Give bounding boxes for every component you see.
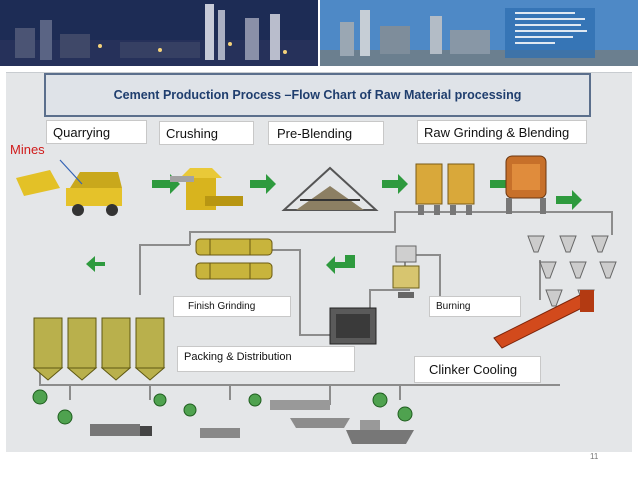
conveyor-lines xyxy=(39,211,613,405)
packing-machines xyxy=(32,389,413,425)
label-clinker-cooling-text: Clinker Cooling xyxy=(429,362,518,377)
cyclone-preheaters xyxy=(527,235,617,307)
label-raw-grinding-text: Raw Grinding & Blending xyxy=(424,124,570,140)
label-finish-grinding: Finish Grinding xyxy=(173,296,291,317)
crusher-equipment xyxy=(170,168,243,210)
label-pre-blending-text: Pre-Blending xyxy=(277,125,353,141)
banner-photos xyxy=(0,0,638,66)
label-crushing: Crushing xyxy=(159,121,254,145)
page-number: 11 xyxy=(590,452,599,461)
label-quarrying-text: Quarrying xyxy=(53,124,111,140)
label-clinker-cooling: Clinker Cooling xyxy=(414,356,541,383)
arrow-down-right-icon xyxy=(556,190,582,210)
arrow-left-icon xyxy=(326,255,355,274)
header-banner xyxy=(0,0,638,66)
label-packing-distribution: Packing & Distribution xyxy=(177,346,355,372)
title-box: Cement Production Process –Flow Chart of… xyxy=(44,73,591,117)
raw-mill-equipment xyxy=(415,155,547,215)
diagram-title: Cement Production Process –Flow Chart of… xyxy=(113,88,522,102)
mines-label: Mines xyxy=(10,142,45,157)
pre-blending-shed xyxy=(281,166,379,211)
label-pre-blending: Pre-Blending xyxy=(268,121,384,145)
arrow-left-icon xyxy=(86,256,105,272)
label-quarrying: Quarrying xyxy=(46,120,147,144)
label-crushing-text: Crushing xyxy=(166,125,219,141)
distribution-vehicles xyxy=(90,400,414,444)
label-burning: Burning xyxy=(429,296,521,317)
arrow-right-icon xyxy=(382,174,408,194)
label-packing-distribution-text: Packing & Distribution xyxy=(184,351,292,363)
cement-silos xyxy=(32,317,166,381)
arrow-right-icon xyxy=(250,174,276,194)
quarry-equipment xyxy=(16,159,122,216)
preheater-tower xyxy=(392,245,420,298)
label-burning-text: Burning xyxy=(436,301,471,312)
label-finish-grinding-text: Finish Grinding xyxy=(188,301,256,312)
finish-grinding-mills xyxy=(195,238,273,280)
label-raw-grinding: Raw Grinding & Blending xyxy=(417,120,587,144)
clinker-cooler xyxy=(329,307,377,345)
rotary-kiln xyxy=(493,290,594,349)
